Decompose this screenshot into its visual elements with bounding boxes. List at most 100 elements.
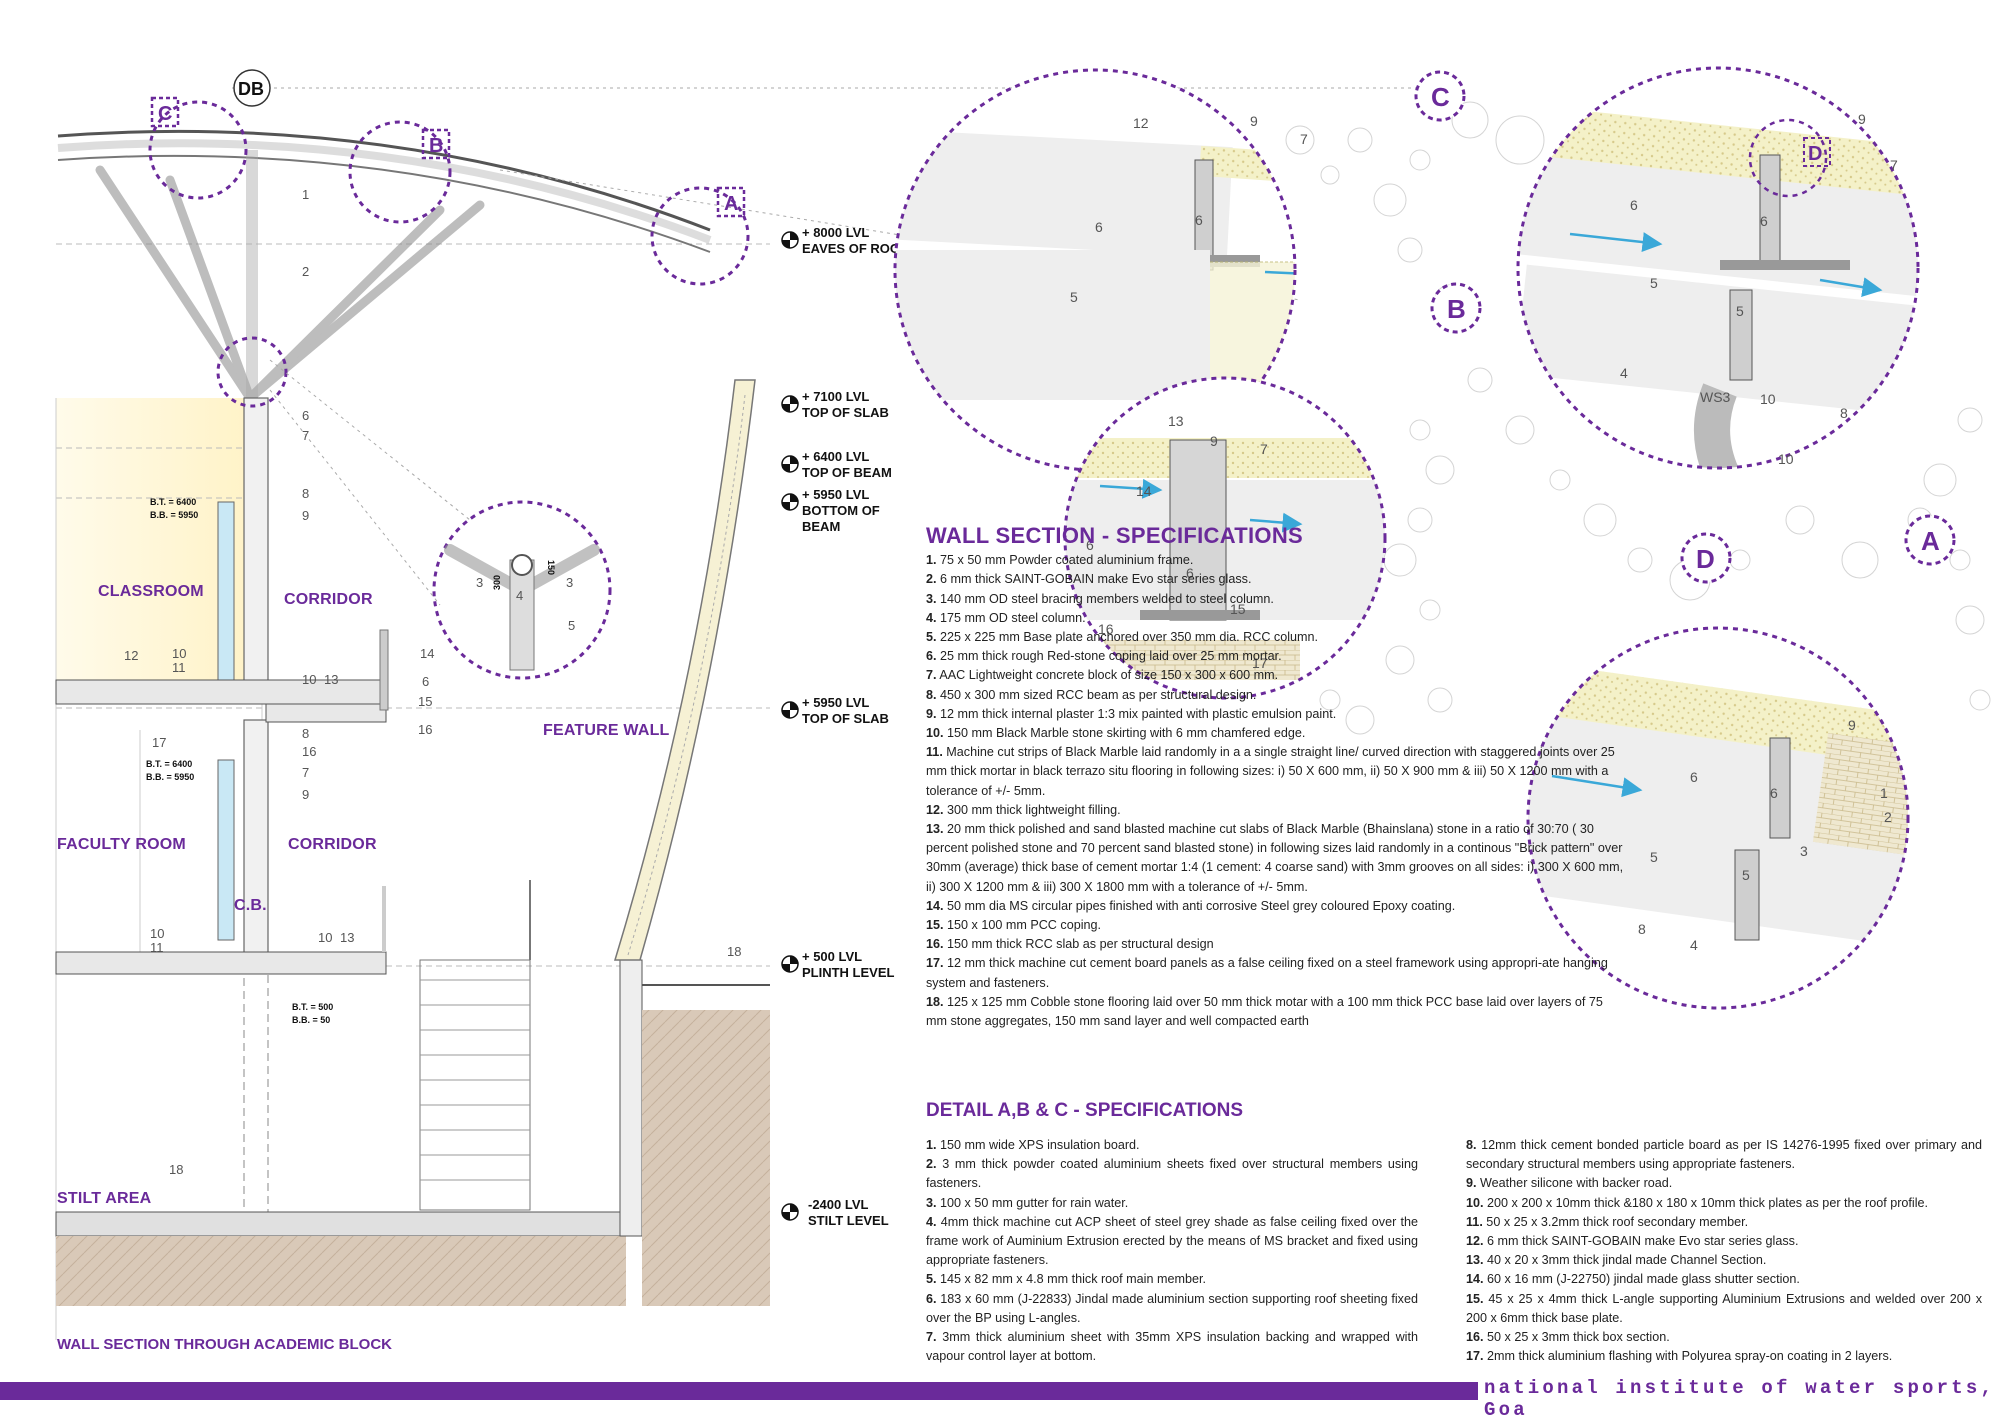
spec-number: 4.	[926, 610, 937, 625]
spec-text: 100 x 50 mm gutter for rain water.	[936, 1195, 1129, 1210]
level-stilt-name: STILT LEVEL	[808, 1213, 889, 1228]
spec-item: 1. 75 x 50 mm Powder coated aluminium fr…	[926, 551, 1626, 570]
callout-number: 10	[1778, 451, 1794, 467]
spec-text: 12mm thick cement bonded particle board …	[1466, 1138, 1982, 1172]
spec-item: 16. 50 x 25 x 3mm thick box section.	[1466, 1328, 1982, 1347]
window-lower	[217, 759, 235, 941]
room-corridor-lower: CORRIDOR	[288, 836, 377, 853]
wall-specs-title: WALL SECTION - SPECIFICATIONS	[926, 523, 1304, 548]
callout-number: 8	[302, 486, 309, 501]
spec-item: 4. 4mm thick machine cut ACP sheet of st…	[926, 1213, 1418, 1271]
callout-number: 8	[1638, 921, 1646, 937]
slab-stilt	[55, 1211, 627, 1237]
spec-item: 12. 6 mm thick SAINT-GOBAIN make Evo sta…	[1466, 1232, 1982, 1251]
level-500-name: PLINTH LEVEL	[802, 965, 895, 980]
level-5950-slab: + 5950 LVL	[802, 695, 869, 710]
spec-text: 50 mm dia MS circular pipes finished wit…	[943, 898, 1456, 913]
joint-num-4: 4	[516, 588, 523, 603]
callout-number: 9	[302, 508, 309, 523]
spec-number: 6.	[926, 1291, 937, 1306]
callout-number: 6	[1086, 537, 1094, 553]
callout-number: 16	[1098, 621, 1114, 637]
spec-item: 3. 100 x 50 mm gutter for rain water.	[926, 1194, 1418, 1213]
spec-item: 9. 12 mm thick internal plaster 1:3 mix …	[926, 705, 1626, 724]
level-5950-beam-name2: BEAM	[802, 519, 840, 534]
spec-number: 7.	[926, 1330, 937, 1345]
spec-number: 4.	[926, 1214, 937, 1229]
drawing-caption: WALL SECTION THROUGH ACADEMIC BLOCK	[57, 1336, 392, 1353]
callout-number: 13	[324, 672, 338, 687]
spec-number: 13.	[926, 822, 944, 837]
detail-a-tag-d: D	[1808, 143, 1822, 165]
section-tag-b: B	[429, 135, 443, 157]
spec-text: 125 x 125 mm Cobble stone flooring laid …	[926, 994, 1603, 1029]
callout-number: 16	[302, 744, 316, 759]
spec-item: 8. 450 x 300 mm sized RCC beam as per st…	[926, 686, 1626, 705]
spec-item: 8. 12mm thick cement bonded particle boa…	[1466, 1136, 1982, 1174]
footer-bar	[0, 1382, 1478, 1400]
slab-upper	[55, 679, 387, 705]
window-upper	[217, 501, 235, 683]
level-7100-name: TOP OF SLAB	[802, 405, 889, 420]
spec-number: 1.	[926, 1138, 937, 1152]
callout-number: 6	[1186, 565, 1194, 581]
db-tag: DB	[238, 79, 264, 99]
wall-specs-list: 1. 75 x 50 mm Powder coated aluminium fr…	[926, 551, 1626, 1031]
wall-section-specifications: WALL SECTION - SPECIFICATIONS 1. 75 x 50…	[926, 523, 1626, 1031]
spec-number: 3.	[926, 591, 937, 606]
spec-item: 17. 12 mm thick machine cut cement board…	[926, 954, 1626, 992]
spec-text: 200 x 200 x 10mm thick &180 x 180 x 10mm…	[1483, 1195, 1929, 1210]
callout-number: 17	[152, 735, 166, 750]
level-8000-name: EAVES OF ROOF	[802, 241, 908, 256]
level-markers	[781, 231, 799, 1221]
detail-specs-right: 8. 12mm thick cement bonded particle boa…	[1466, 1136, 1982, 1366]
spec-text: 20 mm thick polished and sand blasted ma…	[926, 822, 1624, 894]
detail-specs-title: DETAIL A,B & C - SPECIFICATIONS	[926, 1100, 1244, 1121]
level-5950-slab-name: TOP OF SLAB	[802, 711, 889, 726]
bracing-members	[95, 165, 485, 403]
callout-number: 10	[318, 930, 332, 945]
spec-text: 183 x 60 mm (J-22833) Jindal made alumin…	[926, 1291, 1418, 1325]
joint-dim-300: 300	[492, 575, 502, 590]
spec-text: 150 x 100 mm PCC coping.	[943, 918, 1102, 933]
callout-number: 6	[1095, 219, 1103, 235]
callout-number: 7	[302, 428, 309, 443]
spec-item: 7. 3mm thick aluminium sheet with 35mm X…	[926, 1328, 1418, 1366]
earth-right	[642, 1010, 770, 1306]
callout-number: 7	[1300, 131, 1308, 147]
level-7100: + 7100 LVL	[802, 389, 869, 404]
callout-number: 14	[1136, 483, 1152, 499]
spec-number: 7.	[926, 668, 937, 683]
callout-number: 18	[169, 1162, 183, 1177]
spec-text: 225 x 225 mm Base plate anchored over 35…	[936, 630, 1319, 645]
spec-number: 17.	[1466, 1349, 1484, 1364]
spec-text: 25 mm thick rough Red-stone coping laid …	[936, 649, 1282, 664]
callout-number: WS3	[1700, 389, 1731, 405]
callout-number: 14	[420, 646, 434, 661]
callout-number: 10	[302, 672, 316, 687]
spec-text: 50 x 25 x 3.2mm thick roof secondary mem…	[1482, 1214, 1749, 1229]
spec-number: 13.	[1466, 1253, 1484, 1268]
spec-item: 2. 6 mm thick SAINT-GOBAIN make Evo star…	[926, 570, 1626, 589]
spec-number: 14.	[1466, 1272, 1484, 1287]
callout-number: 9	[1848, 717, 1856, 733]
spec-item: 12. 300 mm thick lightweight filling.	[926, 801, 1626, 820]
spec-number: 2.	[926, 572, 937, 587]
callout-number: 2	[1884, 809, 1892, 825]
spec-item: 14. 60 x 16 mm (J-22750) jindal made gla…	[1466, 1270, 1982, 1289]
spec-item: 10. 150 mm Black Marble stone skirting w…	[926, 724, 1626, 743]
spec-item: 1. 150 mm wide XPS insulation board.	[926, 1136, 1418, 1155]
spec-text: 145 x 82 mm x 4.8 mm thick roof main mem…	[936, 1272, 1206, 1287]
level-5950-beam: + 5950 LVL	[802, 487, 869, 502]
spec-text: AAC Lightweight concrete block of size 1…	[936, 668, 1279, 683]
spec-number: 17.	[926, 956, 944, 971]
joint-num-3a: 3	[476, 575, 483, 590]
spec-number: 11.	[1466, 1214, 1483, 1229]
joint-dim-150: 150	[546, 560, 556, 575]
bt-1: B.T. = 6400	[150, 497, 196, 507]
callout-number: 1	[302, 187, 309, 202]
spec-text: Weather silicone with backer road.	[1476, 1176, 1673, 1191]
callout-number: 1	[1880, 785, 1888, 801]
joint-num-3b: 3	[566, 575, 573, 590]
